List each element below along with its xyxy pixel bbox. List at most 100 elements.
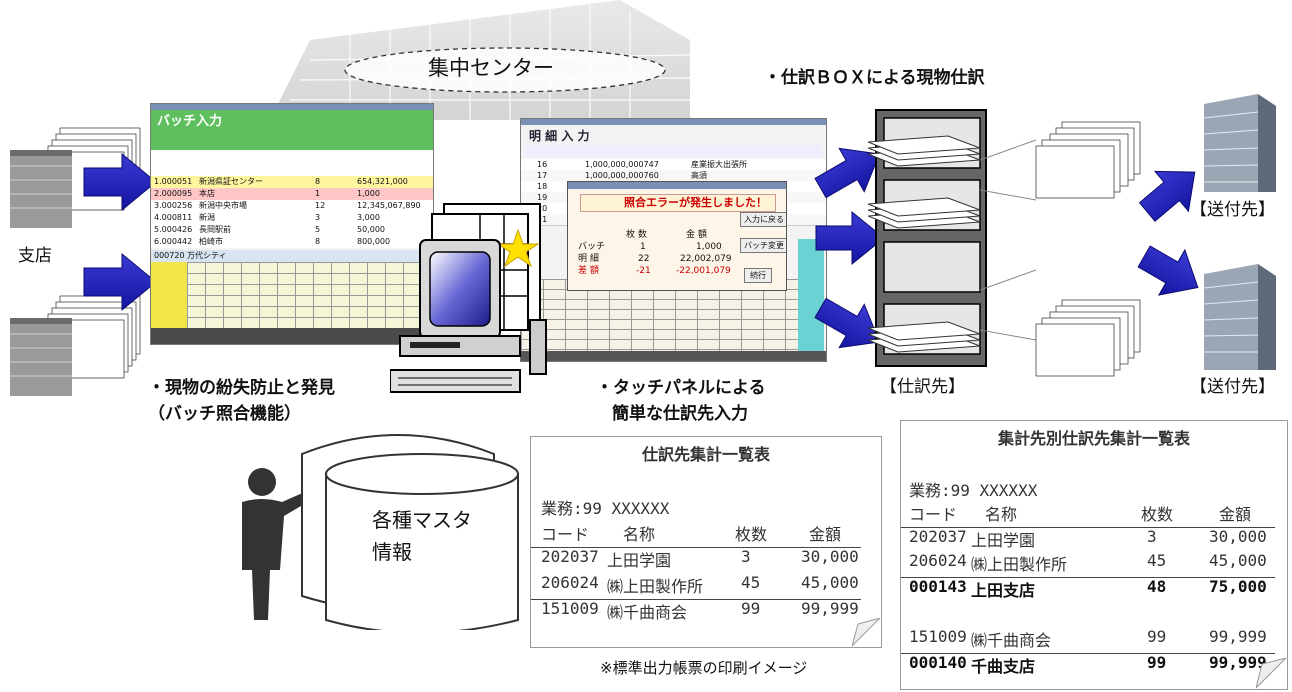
connector-lines <box>980 139 1037 341</box>
report-count: 3 <box>741 547 751 566</box>
sorting-box-cabinet <box>868 109 987 367</box>
error-message: 照合エラーが発生しました！ <box>624 196 767 209</box>
window-titlebar <box>521 119 826 125</box>
report-business: 業務:99 XXXXXX <box>909 481 1038 500</box>
send-destination-label-2: 【送付先】 <box>1190 377 1275 397</box>
change-batch-button[interactable]: バッチ変更 <box>740 238 786 253</box>
detail-no: 17 <box>537 171 548 180</box>
report-code: 151009 <box>541 599 599 618</box>
batch-count: 3 <box>315 213 321 222</box>
detail-no: 20 <box>537 204 548 213</box>
report-name: 上田学園 <box>971 531 1036 550</box>
sort-box-note: ・仕訳ＢＯＸによる現物仕訳 <box>764 68 985 88</box>
footer-name: 万代シティ <box>187 251 227 260</box>
window-titlebar <box>151 104 433 110</box>
master-data-label-1: 各種マスタ <box>372 508 472 532</box>
report-name: 上田学園 <box>607 551 672 570</box>
sorted-documents-top <box>1035 121 1141 199</box>
arrow-to-sortbox-2 <box>815 210 885 266</box>
detail-amount: 22,002,079 <box>680 254 732 264</box>
detail-no: 18 <box>537 182 548 191</box>
batch-code: 2.000095 <box>154 189 193 198</box>
batch-count: 12 <box>315 201 326 210</box>
report-header: コード 名称 枚数 金額 <box>901 501 1275 528</box>
arrow-to-sortbox-1 <box>814 147 881 199</box>
master-data-cylinder <box>301 434 519 630</box>
aggregated-sort-summary-report: 集計先別仕訳先集計一覧表 業務:99 XXXXXX コード 名称 枚数 金額 2… <box>900 420 1288 690</box>
report-amount: 99,999 <box>1209 653 1267 672</box>
detail-label: 明 細 <box>578 254 599 264</box>
arrow-to-destination-2 <box>1137 245 1199 296</box>
loss-prevention-note-1: ・現物の紛失防止と発見 <box>148 378 335 398</box>
batch-name: 新潟中央市場 <box>199 201 247 210</box>
batch-name: 新潟県証センター <box>199 177 263 186</box>
report-name: 上田支店 <box>971 581 1036 600</box>
return-to-input-button[interactable]: 入力に戻る <box>740 212 786 227</box>
diff-count: -21 <box>636 266 651 276</box>
continue-button[interactable]: 続行 <box>744 268 772 283</box>
report-title: 集計先別仕訳先集計一覧表 <box>997 429 1190 448</box>
report-amount: 99,999 <box>1209 627 1267 646</box>
detail-no: 21 <box>537 215 548 224</box>
batch-code: 1.000051 <box>154 177 193 186</box>
batch-code: 6.000442 <box>154 237 193 246</box>
batch-amount: 1,000 <box>696 242 722 252</box>
batch-name: 本店 <box>199 189 215 198</box>
batch-code: 4.000811 <box>154 213 193 222</box>
print-image-note: ※標準出力帳票の印刷イメージ <box>600 659 808 677</box>
batch-name: 新潟 <box>199 213 215 222</box>
batch-label: バッチ <box>578 242 606 252</box>
detail-no: 16 <box>537 160 548 169</box>
detail-code: 1,000,000,000747 <box>585 160 659 169</box>
batch-input-screen: バッチ入力 1.000051 新潟県証センター 8 654,321,000 2.0000… <box>150 103 434 345</box>
touch-panel-note-1: ・タッチパネルによる <box>596 378 766 398</box>
footer-row <box>151 250 433 262</box>
report-code: 000140 <box>909 653 967 672</box>
touch-panel-terminal-icon <box>390 203 547 393</box>
report-code: 202037 <box>909 527 967 546</box>
report-business: 業務:99 XXXXXX <box>541 499 670 518</box>
send-destination-label-1: 【送付先】 <box>1190 200 1275 220</box>
sorted-documents-bottom <box>1035 299 1141 377</box>
batch-name: 柏崎市 <box>199 237 223 246</box>
report-header: コード 名称 枚数 金額 <box>531 521 861 548</box>
report-name: ㈱上田製作所 <box>971 555 1068 574</box>
diff-label: 差 額 <box>578 266 599 276</box>
report-code: 206024 <box>909 551 967 570</box>
batch-count: 5 <box>315 225 321 234</box>
batch-count: 1 <box>640 242 646 252</box>
report-count: 99 <box>741 599 761 618</box>
report1-page-curl <box>852 618 881 647</box>
arrow-branch-to-center-top <box>83 152 157 212</box>
screen-title: バッチ入力 <box>157 114 223 129</box>
report-amount: 99,999 <box>801 599 859 618</box>
arrow-to-destination-1 <box>1138 170 1196 222</box>
diff-amount: -22,001,079 <box>676 266 731 276</box>
batch-amount: 1,000 <box>357 189 380 198</box>
batch-count: 8 <box>315 237 321 246</box>
report-count: 45 <box>741 573 761 592</box>
dialog-titlebar <box>568 182 786 189</box>
report-name: 千曲支店 <box>971 657 1036 676</box>
report-amount: 30,000 <box>801 547 859 566</box>
batch-amount: 12,345,067,890 <box>357 201 421 210</box>
branch-label: 支店 <box>18 246 52 266</box>
loss-prevention-note-2: （バッチ照合機能） <box>148 404 301 424</box>
sort-destination-label: 【仕訳先】 <box>880 377 965 397</box>
batch-amount: 654,321,000 <box>357 177 408 186</box>
report-name: ㈱上田製作所 <box>607 577 704 596</box>
sort-destination-summary-report: 仕訳先集計一覧表 業務:99 XXXXXX コード 名称 枚数 金額 20203… <box>530 436 882 648</box>
count-header: 枚 数 <box>626 230 647 240</box>
